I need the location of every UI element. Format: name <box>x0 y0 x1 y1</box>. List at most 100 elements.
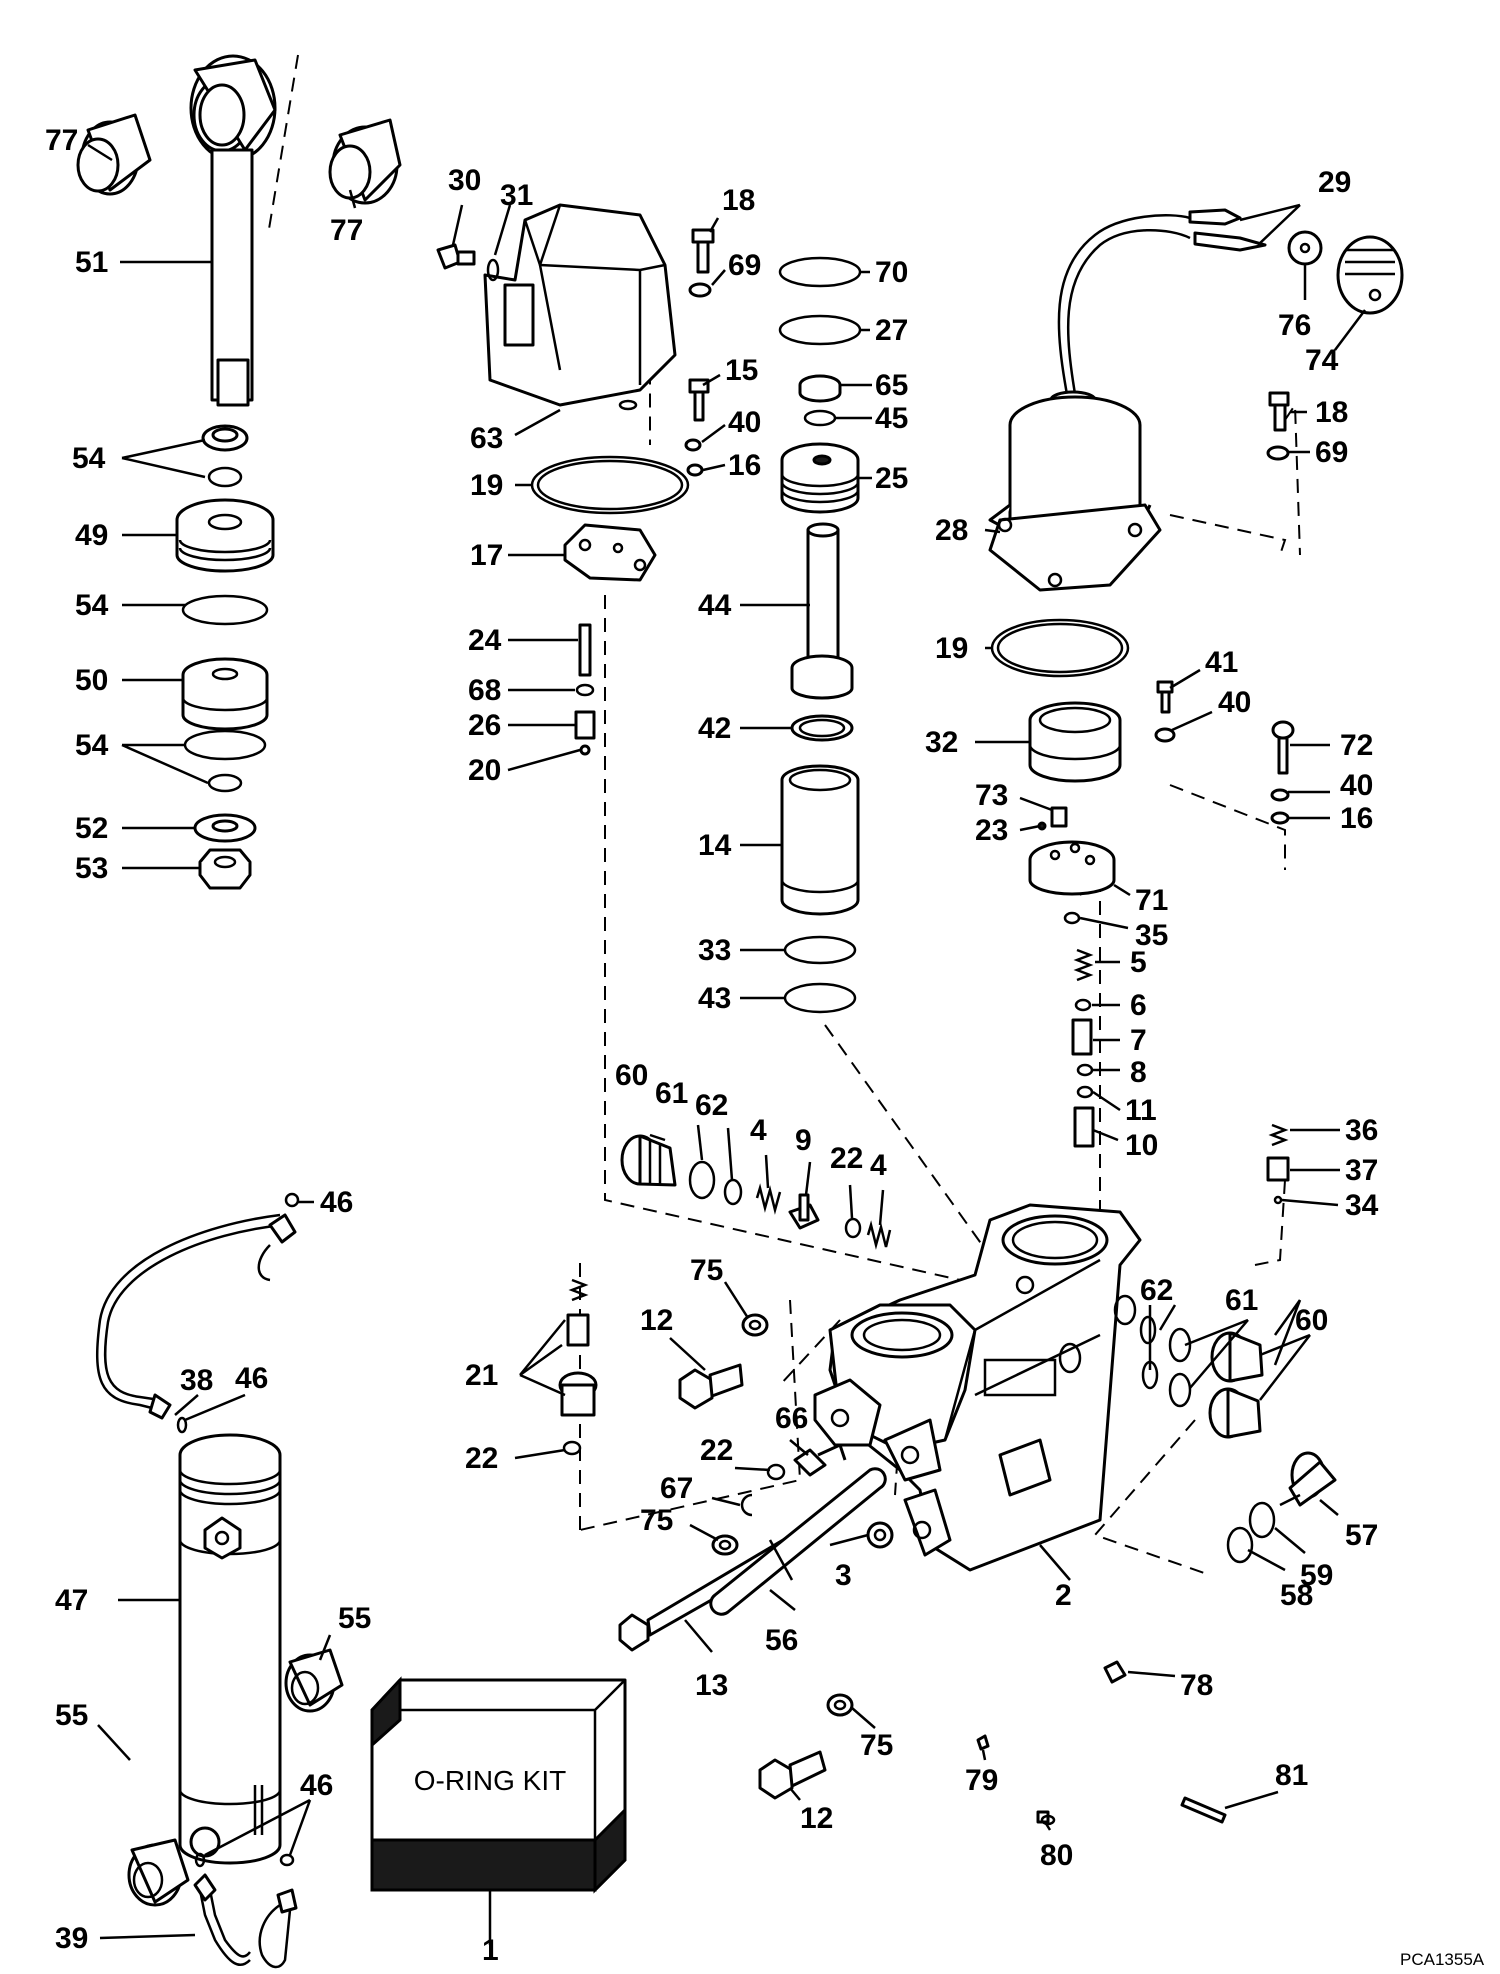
callout-55: 55 <box>55 1699 88 1732</box>
callout-57: 57 <box>1345 1519 1378 1552</box>
callout-75: 75 <box>690 1254 723 1287</box>
valve-assembly <box>1028 680 1295 1205</box>
reservoir-assembly <box>436 203 715 756</box>
callout-61: 61 <box>655 1077 688 1110</box>
callout-9: 9 <box>795 1124 812 1157</box>
callout-31: 31 <box>500 179 533 212</box>
o-ring-kit-label: O-RING KIT <box>414 1765 566 1796</box>
callout-22: 22 <box>700 1434 733 1467</box>
manifold-body <box>813 1203 1264 1572</box>
callout-17: 17 <box>470 539 503 572</box>
callout-54: 54 <box>75 729 109 762</box>
callout-30: 30 <box>448 164 481 197</box>
callout-52: 52 <box>75 812 108 845</box>
rod-assembly <box>76 54 402 890</box>
callout-56: 56 <box>765 1624 798 1657</box>
callout-34: 34 <box>1345 1189 1379 1222</box>
callout-5: 5 <box>1130 946 1147 979</box>
callout-45: 45 <box>875 402 908 435</box>
callout-50: 50 <box>75 664 108 697</box>
callout-4: 4 <box>870 1149 887 1182</box>
callout-41: 41 <box>1205 646 1238 679</box>
leader-lines <box>87 143 1366 1945</box>
callout-40: 40 <box>1340 769 1373 802</box>
callout-62: 62 <box>1140 1274 1173 1307</box>
callout-12: 12 <box>640 1304 673 1337</box>
callout-14: 14 <box>698 829 732 862</box>
callout-33: 33 <box>698 934 731 967</box>
callout-36: 36 <box>1345 1114 1378 1147</box>
callout-77: 77 <box>45 124 78 157</box>
callout-4: 4 <box>750 1114 767 1147</box>
callout-78: 78 <box>1180 1669 1213 1702</box>
callout-75: 75 <box>860 1729 893 1762</box>
callout-23: 23 <box>975 814 1008 847</box>
callout-15: 15 <box>725 354 758 387</box>
callout-1: 1 <box>482 1934 499 1967</box>
callout-24: 24 <box>468 624 502 657</box>
callout-26: 26 <box>468 709 501 742</box>
callout-35: 35 <box>1135 919 1168 952</box>
callout-13: 13 <box>695 1669 728 1702</box>
callout-22: 22 <box>465 1442 498 1475</box>
callout-46: 46 <box>300 1769 333 1802</box>
callout-51: 51 <box>75 246 108 279</box>
callout-38: 38 <box>180 1364 213 1397</box>
callout-46: 46 <box>235 1362 268 1395</box>
callout-40: 40 <box>1218 686 1251 719</box>
drawing-reference-code: PCA1355A <box>1400 1950 1485 1969</box>
callout-18: 18 <box>1315 396 1348 429</box>
callout-74: 74 <box>1305 344 1339 377</box>
callout-62: 62 <box>695 1089 728 1122</box>
callout-32: 32 <box>925 726 958 759</box>
callout-2: 2 <box>1055 1579 1072 1612</box>
callout-60: 60 <box>1295 1304 1328 1337</box>
callout-80: 80 <box>1040 1839 1073 1872</box>
callout-55: 55 <box>338 1602 371 1635</box>
callout-77: 77 <box>330 214 363 247</box>
callout-10: 10 <box>1125 1129 1158 1162</box>
callout-7: 7 <box>1130 1024 1147 1057</box>
callout-16: 16 <box>728 449 761 482</box>
callout-19: 19 <box>470 469 503 502</box>
callout-69: 69 <box>728 249 761 282</box>
callout-3: 3 <box>835 1559 852 1592</box>
callout-44: 44 <box>698 589 732 622</box>
callout-81: 81 <box>1275 1759 1308 1792</box>
callout-63: 63 <box>470 422 503 455</box>
callout-75: 75 <box>640 1504 673 1537</box>
callout-11: 11 <box>1125 1094 1157 1127</box>
callout-28: 28 <box>935 514 968 547</box>
callout-21: 21 <box>465 1359 498 1392</box>
callout-labels: 77 51 77 54 49 54 50 54 52 53 30 31 63 1… <box>45 124 1379 1967</box>
callout-39: 39 <box>55 1922 88 1955</box>
cylinder-assembly: O-RING KIT <box>96 1192 627 1969</box>
callout-79: 79 <box>965 1764 998 1797</box>
callout-12: 12 <box>800 1802 833 1835</box>
callout-53: 53 <box>75 852 108 885</box>
callout-68: 68 <box>468 674 501 707</box>
callout-37: 37 <box>1345 1154 1378 1187</box>
motor-assembly <box>988 208 1404 678</box>
callout-25: 25 <box>875 462 908 495</box>
callout-6: 6 <box>1130 989 1147 1022</box>
callout-66: 66 <box>775 1402 808 1435</box>
check-valve-parts <box>620 1134 892 1250</box>
callout-46: 46 <box>320 1186 353 1219</box>
callout-54: 54 <box>75 589 109 622</box>
callout-54: 54 <box>72 442 106 475</box>
callout-19: 19 <box>935 632 968 665</box>
callout-67: 67 <box>660 1472 693 1505</box>
hardware-parts <box>558 1278 1337 1826</box>
callout-18: 18 <box>722 184 755 217</box>
callout-61: 61 <box>1225 1284 1258 1317</box>
callout-58: 58 <box>1280 1579 1313 1612</box>
callout-60: 60 <box>615 1059 648 1092</box>
callout-27: 27 <box>875 314 908 347</box>
callout-73: 73 <box>975 779 1008 812</box>
callout-29: 29 <box>1318 166 1351 199</box>
callout-49: 49 <box>75 519 108 552</box>
callout-69: 69 <box>1315 436 1348 469</box>
callout-16: 16 <box>1340 802 1373 835</box>
